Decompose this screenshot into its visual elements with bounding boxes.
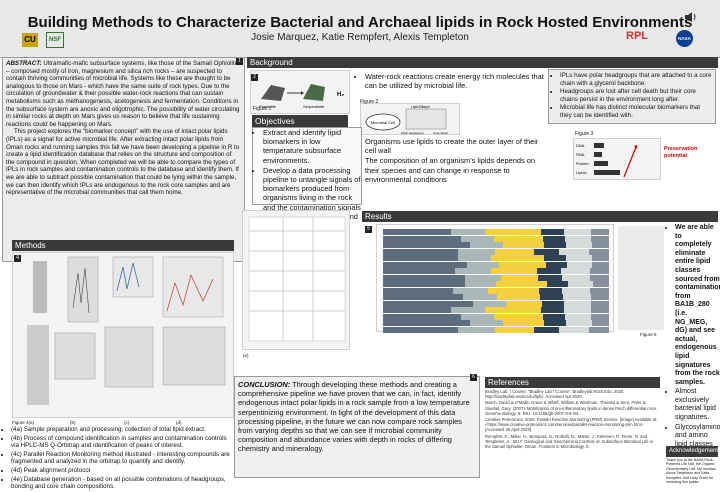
figure-1: Peridotite Serpentinite H₂ bbox=[250, 70, 350, 114]
fig2-core-label: Core Chain bbox=[433, 131, 449, 135]
nasa-logo: NASA bbox=[676, 30, 693, 47]
background-bullet: The composition of an organism’s lipids … bbox=[365, 156, 546, 184]
results-bar bbox=[383, 326, 609, 333]
results-bar bbox=[383, 307, 609, 313]
nsf-logo: NSF bbox=[46, 32, 64, 48]
speaker-icon[interactable] bbox=[684, 10, 698, 22]
abstract-label: ABSTRACT: bbox=[6, 60, 42, 67]
result-bullet: We are able to completely eliminate enti… bbox=[675, 224, 720, 387]
poster-authors: Josie Marquez, Katie Rempfert, Alexis Te… bbox=[251, 32, 469, 43]
rpl-logo: RPL bbox=[626, 30, 648, 42]
section-badge: 6 bbox=[470, 374, 477, 381]
results-bar bbox=[383, 248, 609, 255]
section-badge: 4 bbox=[14, 255, 21, 262]
fig3-row-dna: DNA bbox=[576, 143, 585, 148]
results-bar bbox=[383, 274, 609, 281]
results-legend bbox=[618, 226, 664, 330]
methods-figure bbox=[12, 252, 234, 418]
reference-item: Bradley Lab. ( Course: “Bradley Lab / Co… bbox=[485, 389, 625, 400]
section-badge: 2 bbox=[251, 74, 258, 81]
fig3-row-lipids: Lipids bbox=[576, 170, 586, 175]
figure-2: Microbial Cell Lipid Bilayer Polar Headg… bbox=[360, 103, 460, 135]
method-item: (4e) Database generation - based on all … bbox=[11, 476, 234, 491]
reference-item: Creative Proteomics, 2020. Parallel Reac… bbox=[485, 417, 658, 433]
conclusion-label: CONCLUSION: bbox=[238, 380, 291, 389]
results-bar bbox=[383, 255, 609, 261]
figure-2-caption: Figure 2 bbox=[360, 99, 379, 105]
fig2-headgroup-label: Polar Headgroup bbox=[401, 131, 424, 135]
figure-1-caption: Figure 1 bbox=[253, 106, 272, 112]
results-bar bbox=[383, 287, 609, 294]
fig3-row-rna: RNA bbox=[576, 152, 585, 157]
ipl-bullet: IPLs have polar headgroups that are atta… bbox=[560, 72, 713, 87]
results-bar bbox=[383, 320, 609, 326]
fig1-serpentinite-label: Serpentinite bbox=[303, 104, 325, 109]
background-bullet: Water-rock reactions create energy rich … bbox=[365, 72, 546, 90]
results-bar bbox=[383, 281, 609, 287]
figure-3-caption: Figure 3 bbox=[575, 131, 594, 137]
acknowledgements-header: Acknowledgements bbox=[666, 446, 720, 457]
background-bullet: Organisms use lipids to create the outer… bbox=[365, 137, 546, 155]
methods-fig-label-e: (e) bbox=[243, 353, 249, 358]
methods-fig-label-d: (d) bbox=[176, 420, 182, 425]
results-bar bbox=[383, 261, 609, 268]
references-list: Bradley Lab. ( Course: “Bradley Lab / Co… bbox=[485, 389, 660, 450]
fig3-row-protein: Protein bbox=[576, 161, 589, 166]
results-bar bbox=[383, 268, 609, 274]
section-badge: 1 bbox=[236, 58, 243, 65]
results-bar bbox=[383, 229, 609, 235]
results-header: Results bbox=[362, 211, 718, 222]
fig2-cell-label: Microbial Cell bbox=[371, 120, 395, 125]
objective-item: Extract and identify lipid biomarkers in… bbox=[263, 128, 362, 165]
methods-header: Methods bbox=[12, 240, 234, 251]
reference-item: March, David & O'Malle, Grace & Wheff, W… bbox=[485, 400, 658, 416]
fig1-peridotite-label: Peridotite bbox=[259, 104, 277, 109]
results-bar bbox=[383, 242, 609, 248]
ipl-info-box: IPLs have polar headgroups that are atta… bbox=[548, 69, 716, 124]
results-bar bbox=[383, 235, 609, 242]
objectives-header: Objectives bbox=[252, 115, 348, 127]
cu-logo: CU bbox=[22, 33, 38, 47]
background-bullets-bottom: Organisms use lipids to create the outer… bbox=[356, 137, 546, 185]
ipl-bullet: Microbial life has distinct molecular bi… bbox=[560, 104, 713, 119]
results-figure-caption: Figure 5 bbox=[640, 332, 657, 337]
abstract-box: ABSTRACT: Ultramafic-mafic subsurface sy… bbox=[2, 57, 245, 262]
methods-fig-label-c: (c) bbox=[124, 420, 130, 425]
database-figure bbox=[242, 210, 350, 350]
methods-fig-label-b: (b) bbox=[70, 420, 76, 425]
methods-list: (4a) Sample preparation and processing; … bbox=[2, 426, 234, 492]
conclusion-text: Through developing these methods and cre… bbox=[238, 380, 470, 454]
results-chart bbox=[376, 224, 614, 333]
results-bullets: We are able to completely eliminate enti… bbox=[666, 224, 720, 459]
result-bullet: Almost exclusively bacterial lipid signa… bbox=[675, 388, 720, 422]
references-header: References bbox=[485, 377, 660, 388]
reference-item: Rempfert, K., Miller, H., Bompard, N., N… bbox=[485, 433, 654, 450]
conclusion-box: CONCLUSION: Through developing these met… bbox=[234, 376, 480, 478]
fig3-note: Preservation potential bbox=[664, 146, 698, 159]
acknowledgements-text: Thank you to the NASA Rock-Powered Life … bbox=[666, 458, 716, 485]
objectives-box bbox=[252, 127, 362, 205]
results-bar bbox=[383, 300, 609, 307]
background-header: Background bbox=[247, 57, 718, 68]
method-item: (4a) Sample preparation and processing; … bbox=[11, 426, 234, 434]
results-bar bbox=[383, 313, 609, 320]
abstract-paragraph-2: This project explores the “biomarker con… bbox=[6, 128, 240, 197]
poster-title: Building Methods to Characterize Bacteri… bbox=[27, 14, 693, 31]
method-item: (4c) Parallel Reaction Monitoring method… bbox=[11, 451, 234, 466]
ipl-bullet: Headgroups are lost after cell death but… bbox=[560, 88, 713, 103]
fig1-h2-label: H₂ bbox=[337, 92, 344, 98]
section-badge: 5 bbox=[365, 226, 372, 233]
method-item: (4b) Process of compound identification … bbox=[11, 435, 234, 450]
methods-fig-label-a: Figure 4(a) bbox=[12, 420, 35, 425]
abstract-paragraph-1: Ultramafic-mafic subsurface systems, lik… bbox=[6, 60, 240, 128]
fig2-bilayer-label: Lipid Bilayer bbox=[411, 105, 431, 109]
results-bar bbox=[383, 294, 609, 300]
background-bullets-top: Water-rock reactions create energy rich … bbox=[356, 72, 546, 91]
figure-3: DNA RNA Protein Lipids bbox=[573, 138, 661, 180]
method-item: (4d) Peak alignment protocol bbox=[11, 467, 234, 475]
